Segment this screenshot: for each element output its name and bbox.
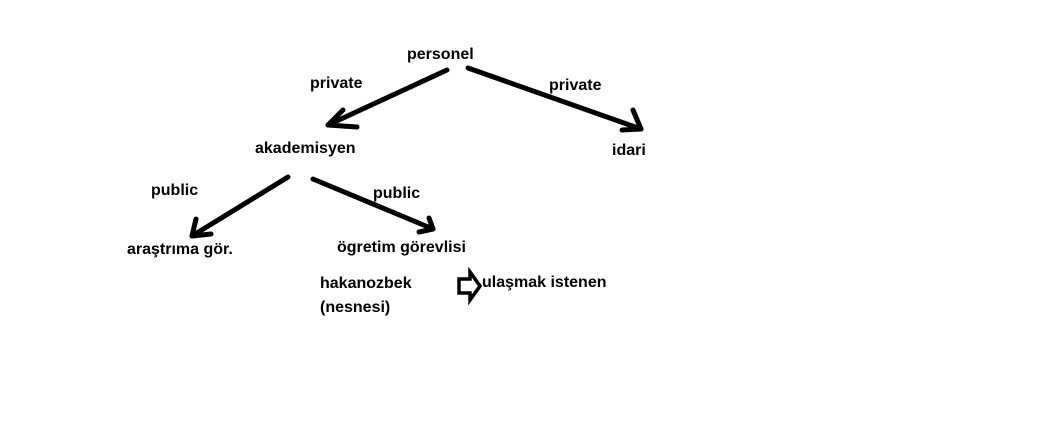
object-type-note: (nesnesi) [320,299,391,316]
node-personel: personel [407,46,474,63]
node-idari: idari [612,142,646,159]
node-akademisyen: akademisyen [255,140,356,157]
node-ogretim-gorevlisi: ögretim görevlisi [337,239,466,256]
edge-label-public-right: public [373,185,421,202]
object-name: hakanozbek [320,275,412,292]
block-arrow-icon [457,266,483,306]
edge-label-private-right: private [549,77,602,94]
node-arastirma-gor: araştrıma gör. [127,241,233,258]
edge-akademisyen-arastirma [189,174,291,239]
edge-label-private-left: private [310,75,363,92]
edge-personel-akademisyen [325,67,450,130]
edge-akademisyen-ogretim [310,176,436,235]
edge-label-public-left: public [151,182,199,199]
target-label: ulaşmak istenen [482,274,607,291]
edge-personel-idari [465,65,644,133]
